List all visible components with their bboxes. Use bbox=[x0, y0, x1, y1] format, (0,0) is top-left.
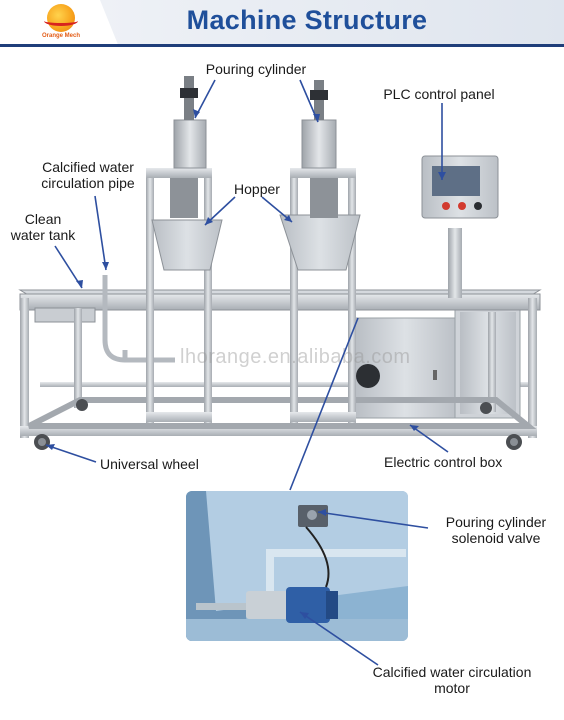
header-underline bbox=[0, 44, 564, 47]
label-universal-wheel: Universal wheel bbox=[100, 456, 199, 472]
header: Orange Mech Machine Structure bbox=[0, 0, 564, 47]
label-pouring-cylinder: Pouring cylinder bbox=[205, 61, 307, 77]
inset-detail-photo bbox=[186, 491, 408, 641]
label-calcified-pipe: Calcified water circulation pipe bbox=[20, 159, 156, 191]
right-pouring-tower bbox=[279, 80, 361, 423]
watermark: lhorange.en.alibaba.com bbox=[180, 346, 411, 368]
left-pouring-tower bbox=[146, 76, 223, 423]
label-electric-control-box: Electric control box bbox=[384, 454, 503, 470]
frame-legs bbox=[20, 298, 537, 438]
label-circulation-motor-line2: motor bbox=[434, 680, 470, 696]
label-solenoid-valve-line1: Pouring cylinder bbox=[445, 514, 547, 530]
label-circulation-motor: Calcified water circulation motor bbox=[350, 664, 554, 696]
logo-swoosh-icon bbox=[44, 16, 78, 26]
label-calcified-pipe-line2: circulation pipe bbox=[41, 175, 135, 191]
universal-wheels bbox=[34, 399, 522, 450]
plc-control-panel bbox=[421, 155, 499, 298]
circulation-pipe bbox=[102, 275, 175, 363]
label-clean-water-tank-line2: water tank bbox=[10, 227, 76, 243]
brand-logo: Orange Mech bbox=[38, 4, 84, 42]
label-plc-control-panel: PLC control panel bbox=[383, 86, 495, 102]
logo-text: Orange Mech bbox=[41, 33, 80, 39]
label-solenoid-valve: Pouring cylinder solenoid valve bbox=[428, 514, 564, 546]
page-title: Machine Structure bbox=[186, 5, 428, 35]
label-clean-water-tank-line1: Clean bbox=[24, 211, 62, 227]
label-circulation-motor-line1: Calcified water circulation bbox=[372, 664, 532, 680]
header-band bbox=[100, 0, 564, 46]
label-solenoid-valve-line2: solenoid valve bbox=[451, 530, 541, 546]
label-clean-water-tank: Clean water tank bbox=[0, 211, 86, 243]
label-calcified-pipe-line1: Calcified water bbox=[42, 159, 134, 175]
label-hopper: Hopper bbox=[234, 181, 280, 197]
machine-illustration bbox=[18, 76, 542, 450]
